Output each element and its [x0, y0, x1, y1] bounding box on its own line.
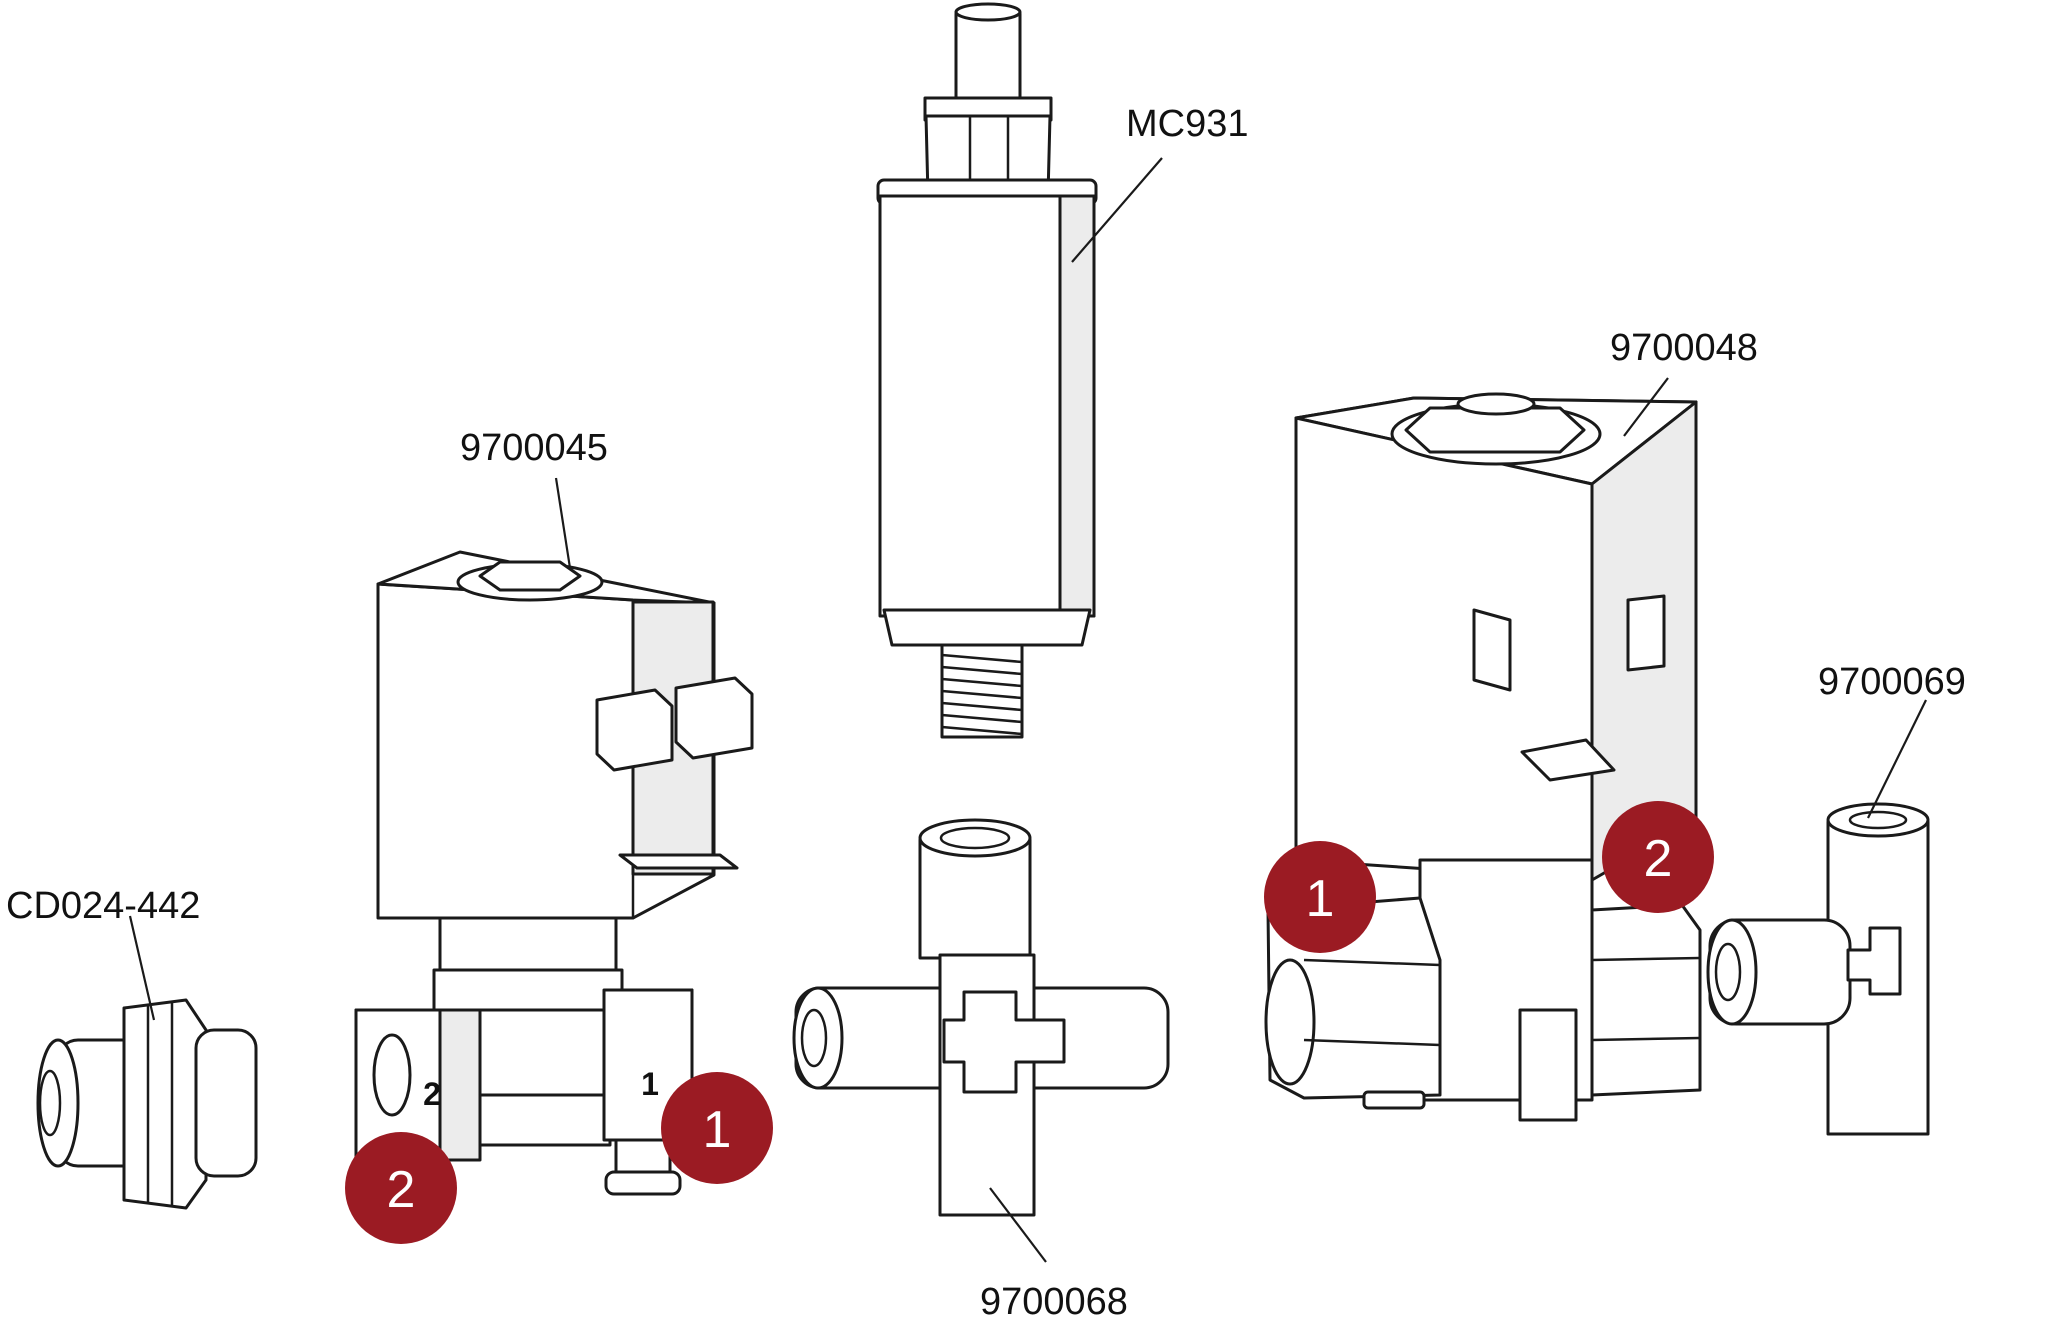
label-9700069: 9700069 [1818, 661, 1966, 703]
part-labels: MC931 9700045 9700048 9700069 9700068 CD… [6, 103, 1966, 1323]
badge-right-port-2: 2 [1602, 801, 1714, 913]
label-cd024-442: CD024-442 [6, 885, 200, 927]
port-mark-1: 1 [641, 1066, 659, 1102]
label-9700048: 9700048 [1610, 327, 1758, 369]
badge-right-port-2-text: 2 [1644, 830, 1673, 888]
leader-9700048 [1623, 377, 1669, 437]
leader-mc931 [1071, 157, 1163, 263]
badge-left-port-2-text: 2 [387, 1161, 416, 1219]
badge-right-port-1-text: 1 [1306, 870, 1335, 928]
leader-9700045 [554, 477, 572, 569]
label-9700068: 9700068 [980, 1281, 1128, 1323]
mc931-pressure-switch [876, 2, 1098, 739]
label-9700045: 9700045 [460, 427, 608, 469]
badge-left-port-2: 2 [345, 1132, 457, 1244]
valve-9700045: 2 1 [354, 550, 754, 1196]
badge-right-port-1: 1 [1264, 841, 1376, 953]
port-mark-2: 2 [423, 1076, 441, 1112]
cross-fitting-9700068 [792, 818, 1170, 1217]
fitting-cd024-442 [36, 998, 258, 1210]
leader-lines [128, 157, 1927, 1263]
leader-9700069 [1867, 699, 1927, 819]
badge-left-port-1: 1 [661, 1072, 773, 1184]
label-mc931: MC931 [1126, 103, 1249, 145]
port-badges: 1 2 1 2 [345, 801, 1714, 1244]
badge-left-port-1-text: 1 [703, 1101, 732, 1159]
valve-9700048 [1264, 392, 1702, 1122]
tee-fitting-9700069 [1706, 802, 1930, 1136]
leader-9700068 [989, 1187, 1047, 1263]
leader-cd024-442 [128, 915, 156, 1021]
